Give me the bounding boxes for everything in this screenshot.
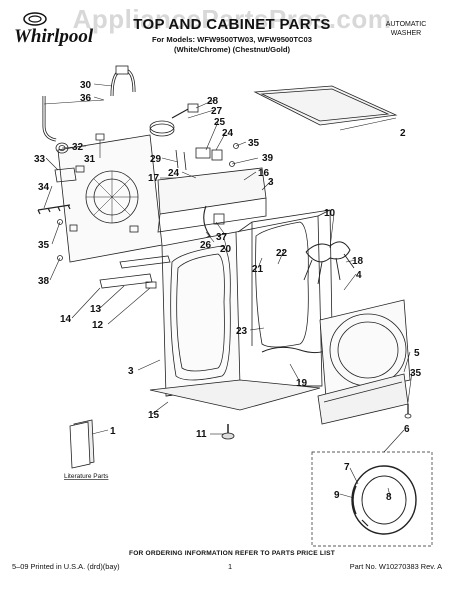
product-line-1: AUTOMATIC (385, 21, 427, 28)
printed-info: 5–09 Printed in U.S.A. (drd)(bay) (12, 562, 120, 571)
callout-39: 39 (262, 153, 274, 164)
models-line: For Models: WFW9500TW03, WFW9500TC03 (152, 35, 312, 44)
callout-14: 14 (60, 314, 72, 325)
callout-32: 32 (72, 142, 84, 153)
top-panel-drawing (253, 85, 398, 126)
leader-lines (43, 83, 413, 499)
callout-18: 18 (352, 256, 364, 267)
callout-35b: 35 (38, 240, 50, 251)
wire-harness-drawing (261, 241, 355, 354)
callout-37: 37 (216, 232, 228, 243)
product-line-2: WASHER (390, 30, 422, 37)
ordering-note: FOR ORDERING INFORMATION REFER TO PARTS … (129, 550, 335, 557)
foot-drawing (221, 404, 412, 440)
callout-9: 9 (334, 490, 340, 501)
literature-parts-drawing (69, 419, 95, 469)
callout-31: 31 (84, 154, 96, 165)
callout-12: 12 (92, 320, 104, 331)
callout-22: 22 (276, 248, 288, 259)
part-number: Part No. W10270383 Rev. A (349, 562, 442, 571)
callout-34: 34 (38, 182, 50, 193)
callout-17: 17 (148, 173, 160, 184)
base-bracket-drawing (99, 255, 171, 289)
callout-30: 30 (80, 80, 92, 91)
product-type: AUTOMATIC WASHER (376, 20, 436, 38)
callout-28: 28 (207, 96, 219, 107)
callout-23: 23 (236, 326, 248, 337)
cabinet-wrapper-drawing (149, 209, 333, 411)
front-panel-drawing (319, 299, 411, 399)
callout-4: 4 (356, 270, 362, 281)
callout-38: 38 (38, 276, 50, 287)
callout-8: 8 (386, 492, 392, 503)
callout-19: 19 (296, 378, 308, 389)
callout-15: 15 (148, 410, 160, 421)
callout-3: 3 (268, 177, 274, 188)
callout-7: 7 (344, 462, 350, 473)
door-seal-inset (311, 451, 433, 547)
watermark: AppliancePartsPros.com (72, 4, 392, 34)
page-number: 1 (228, 562, 233, 571)
whirlpool-swirl-icon (23, 12, 47, 26)
callout-2: 2 (400, 128, 406, 139)
callout-21: 21 (252, 264, 264, 275)
callout-24: 24 (222, 128, 234, 139)
callout-11: 11 (196, 429, 207, 440)
callout-1: 1 (110, 426, 116, 437)
callout-10: 10 (324, 208, 336, 219)
callout-13: 13 (90, 304, 102, 315)
callout-5: 5 (414, 348, 420, 359)
callout-3b: 3 (128, 366, 134, 377)
power-cord-drawing (149, 103, 199, 137)
callout-33: 33 (34, 154, 46, 165)
callout-6: 6 (404, 424, 410, 435)
colors-line: (White/Chrome) (Chestnut/Gold) (173, 45, 290, 54)
literature-parts-label: Literature Parts (64, 473, 109, 480)
callout-16: 16 (258, 168, 270, 179)
callout-27: 27 (211, 106, 223, 117)
brand-name: Whirlpool (14, 26, 94, 47)
callout-25: 25 (214, 117, 226, 128)
callout-29: 29 (150, 154, 162, 165)
callout-35: 35 (248, 138, 260, 149)
callout-36: 36 (80, 93, 92, 104)
page-title: TOP AND CABINET PARTS (133, 16, 331, 33)
hose-drawing (42, 65, 136, 142)
callout-35c: 35 (410, 368, 422, 379)
exploded-parts-diagram: 30 36 28 27 25 24 35 39 2 32 31 29 33 17… (34, 65, 433, 547)
rear-panel-drawing (57, 134, 163, 263)
callout-24b: 24 (168, 168, 180, 179)
callout-20: 20 (220, 244, 232, 255)
callout-26: 26 (200, 240, 212, 251)
